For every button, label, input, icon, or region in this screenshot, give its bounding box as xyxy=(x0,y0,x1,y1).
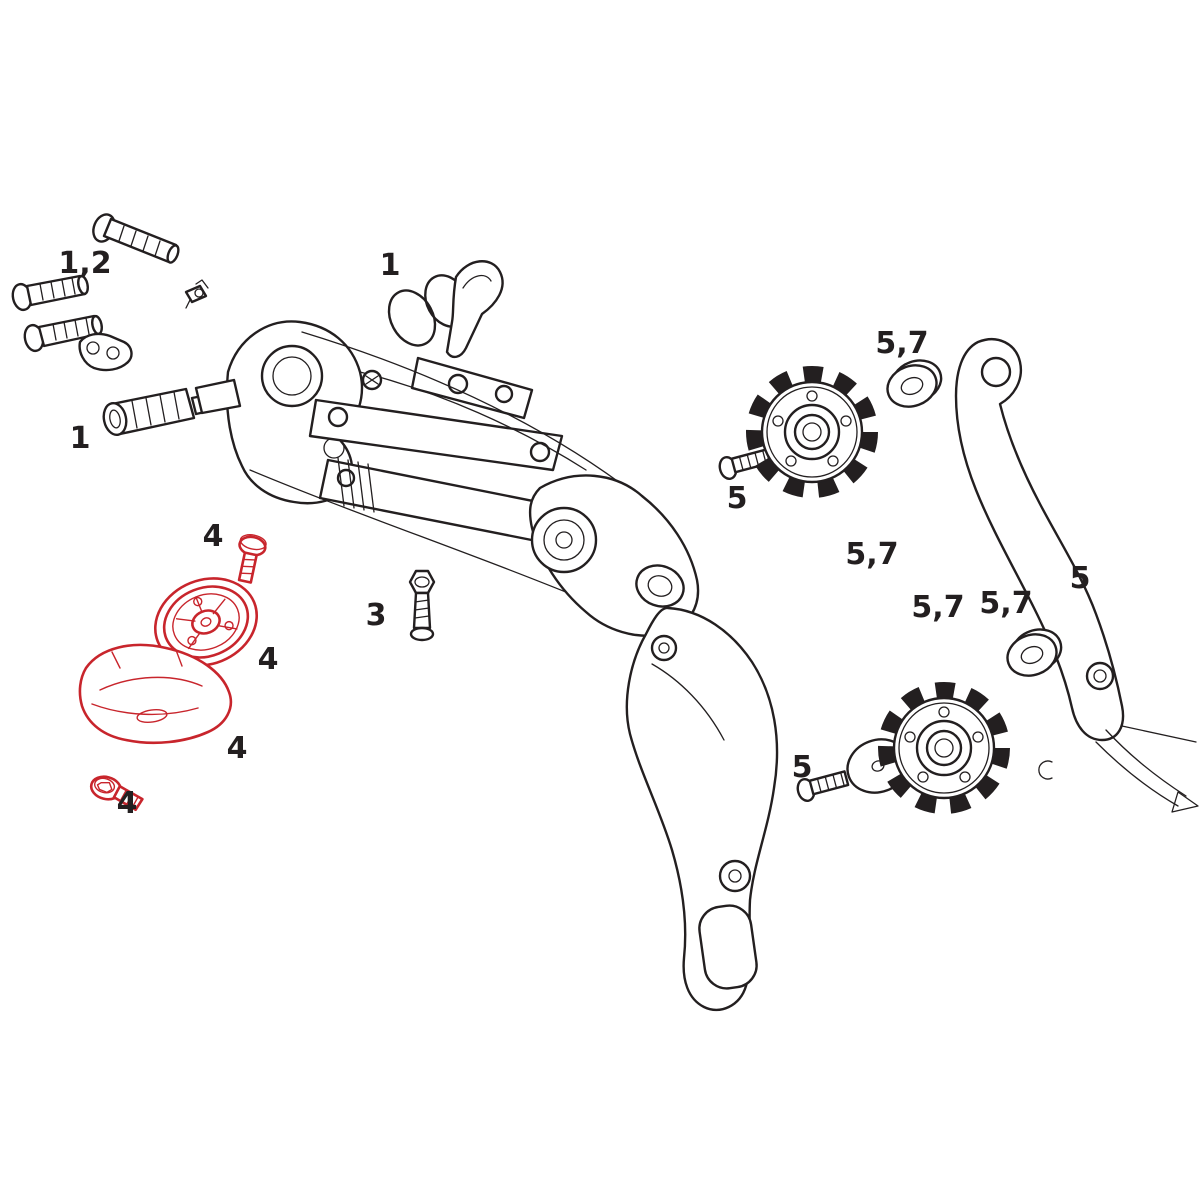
upper-washer xyxy=(886,359,943,408)
callout-lower-washer: 5,7 xyxy=(979,586,1032,621)
lower-pulley xyxy=(878,682,1010,814)
derailleur-body xyxy=(194,320,700,637)
callout-inner-cage-plate: 5 xyxy=(1070,561,1091,596)
cage-cover xyxy=(78,643,233,745)
callout-upper-pulley-bolt: 5 xyxy=(727,481,748,516)
callout-cage-lock-disc: 4 xyxy=(258,642,279,677)
upper-pulley-assembly xyxy=(718,359,943,498)
inner-cage-plate xyxy=(954,338,1199,813)
clip-mark xyxy=(1038,760,1053,780)
callouts: 1,2 1 1 4 4 4 4 3 5,7 5 5,7 5 5,7 5,7 5 xyxy=(58,246,1090,821)
callout-cage-lock-bolt: 4 xyxy=(203,519,224,554)
lower-pulley-assembly xyxy=(796,628,1063,814)
callout-cover-bolt: 4 xyxy=(117,786,138,821)
cage-lock-disc xyxy=(153,577,259,667)
callout-lower-pulley-bolt: 5 xyxy=(792,750,813,785)
limit-ring xyxy=(387,260,504,359)
callout-limit-ring: 1 xyxy=(380,248,401,283)
mounting-bolt-kit xyxy=(11,213,209,372)
callout-upper-washer: 5,7 xyxy=(875,326,928,361)
outer-cage-plate xyxy=(625,606,779,1012)
callout-mounting-bolt-kit: 1,2 xyxy=(58,246,111,281)
upper-pulley xyxy=(746,366,878,498)
b-adjust-bolt xyxy=(408,569,436,642)
lower-washer xyxy=(1006,628,1063,677)
callout-b-adjust-bolt: 3 xyxy=(366,598,387,633)
callout-barrel-adjuster: 1 xyxy=(70,421,91,456)
callout-upper-pulley: 5,7 xyxy=(845,537,898,572)
highlighted-parts xyxy=(78,534,267,812)
lower-pulley-bolt xyxy=(796,770,850,803)
callout-cage-cover: 4 xyxy=(227,731,248,766)
cage-lock-bolt xyxy=(237,534,267,584)
cover-bolt xyxy=(89,775,144,812)
callout-lower-pulley: 5,7 xyxy=(911,590,964,625)
